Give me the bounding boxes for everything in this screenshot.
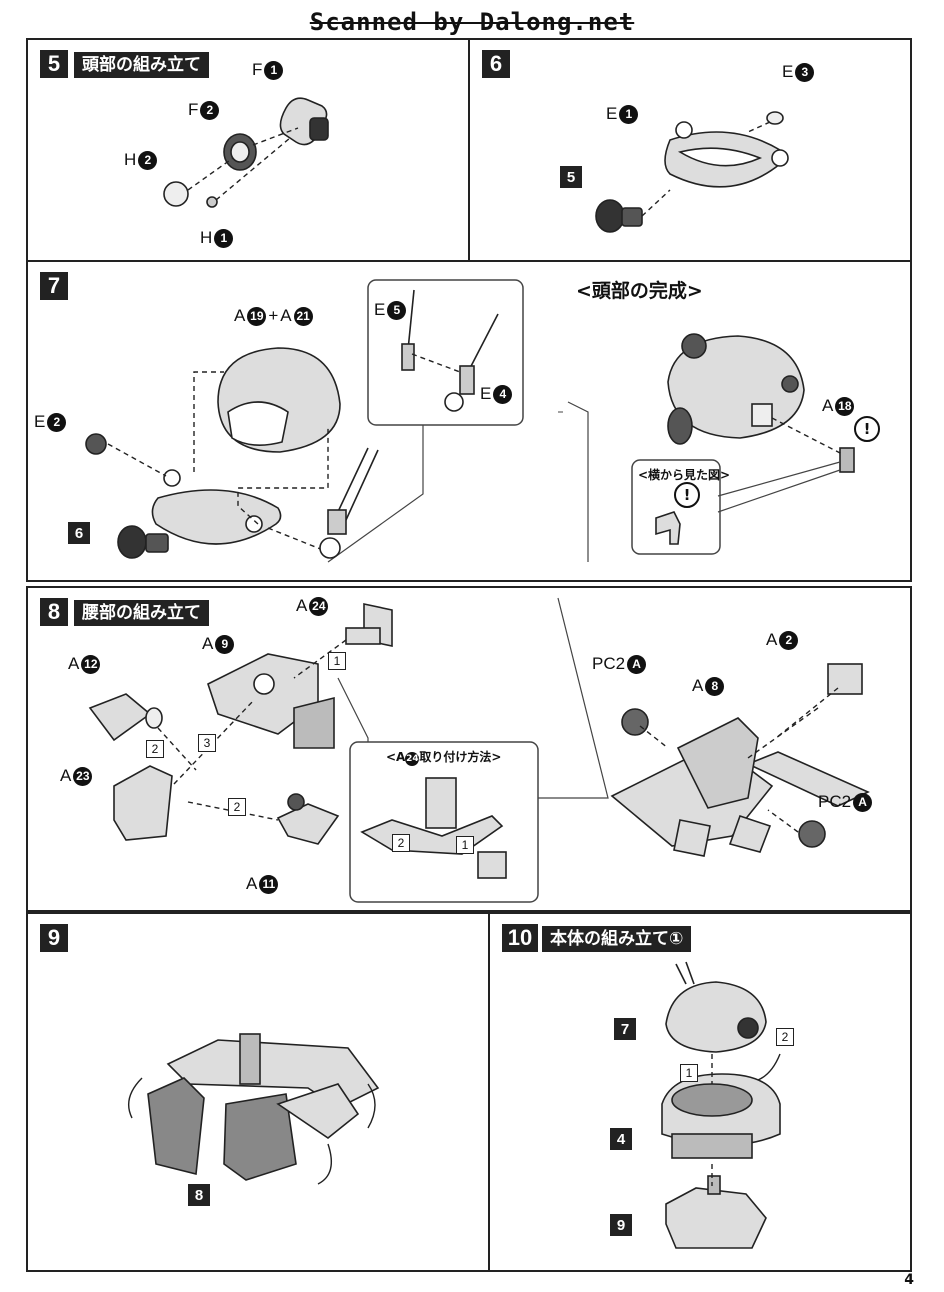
a24-inset-title: <A24取り付け方法> bbox=[386, 750, 502, 766]
part-label-a8: A 8 bbox=[692, 676, 725, 696]
head-complete-title: <頭部の完成> bbox=[576, 280, 703, 302]
step-5-panel: 5 頭部の組み立て F 1 F 2 H 2 H 1 bbox=[26, 38, 470, 262]
order-step-2: 2 bbox=[146, 740, 164, 758]
order-step-1: 1 bbox=[328, 652, 346, 670]
subassembly-6: 6 bbox=[68, 522, 90, 544]
step-8-illustration bbox=[88, 597, 870, 903]
warning-icon: ! bbox=[674, 482, 700, 508]
step-7-panel: 7 bbox=[26, 260, 912, 582]
part-label-pc2a-top: PC2 A bbox=[592, 654, 647, 674]
step-10-illustration bbox=[661, 961, 781, 1249]
part-label-e3: E 3 bbox=[782, 62, 815, 82]
part-label-pc2a-bottom: PC2 A bbox=[818, 792, 873, 812]
step-6-illustration bbox=[595, 111, 789, 233]
part-label-a24: A 24 bbox=[296, 596, 329, 616]
step-number: 10 bbox=[502, 924, 538, 952]
step-number: 8 bbox=[40, 598, 68, 626]
page-number: 4 bbox=[904, 1272, 914, 1288]
part-label-e5: E 5 bbox=[374, 300, 407, 320]
inset-order-2: 2 bbox=[392, 834, 410, 852]
side-view-title: <横から見た図> bbox=[638, 468, 731, 482]
step-5-illustration bbox=[163, 97, 329, 208]
step-6-panel: 6 E 1 E 3 5 bbox=[468, 38, 912, 262]
step-number: 9 bbox=[40, 924, 68, 952]
step-number: 6 bbox=[482, 50, 510, 78]
step-title: 頭部の組み立て bbox=[74, 52, 209, 78]
step-9-illustration bbox=[128, 1033, 380, 1185]
order-step-1: 1 bbox=[680, 1064, 698, 1082]
subassembly-8: 8 bbox=[188, 1184, 210, 1206]
subassembly-5: 5 bbox=[560, 166, 582, 188]
step-9-panel: 9 8 bbox=[26, 912, 490, 1272]
subassembly-9: 9 bbox=[610, 1214, 632, 1236]
part-label-f2: F 2 bbox=[188, 100, 220, 120]
part-label-e2: E 2 bbox=[34, 412, 67, 432]
step-number: 7 bbox=[40, 272, 68, 300]
warning-icon: ! bbox=[854, 416, 880, 442]
part-label-a2: A 2 bbox=[766, 630, 799, 650]
step-10-panel: 10 本体の組み立て① 7 4 9 1 2 bbox=[488, 912, 912, 1272]
part-label-f1: F 1 bbox=[252, 60, 284, 80]
step-7-illustration bbox=[85, 279, 855, 563]
scan-credit: Scanned by Dalong.net bbox=[309, 8, 635, 36]
part-label-a11: A 11 bbox=[246, 874, 279, 894]
step-number: 5 bbox=[40, 50, 68, 78]
part-label-a9: A 9 bbox=[202, 634, 235, 654]
step-title: 本体の組み立て① bbox=[542, 926, 692, 952]
part-label-e1: E 1 bbox=[606, 104, 639, 124]
part-label-a23: A 23 bbox=[60, 766, 93, 786]
subassembly-7: 7 bbox=[614, 1018, 636, 1040]
order-step-2b: 2 bbox=[228, 798, 246, 816]
subassembly-4: 4 bbox=[610, 1128, 632, 1150]
part-label-h2: H 2 bbox=[124, 150, 158, 170]
part-label-a19-a21: A 19 + A 21 bbox=[234, 306, 313, 326]
step-title: 腰部の組み立て bbox=[74, 600, 209, 626]
part-label-a12: A 12 bbox=[68, 654, 101, 674]
part-label-h1: H 1 bbox=[200, 228, 234, 248]
step-8-panel: 8 腰部の組み立て bbox=[26, 586, 912, 912]
order-step-3: 3 bbox=[198, 734, 216, 752]
order-step-2: 2 bbox=[776, 1028, 794, 1046]
inset-order-1: 1 bbox=[456, 836, 474, 854]
part-label-e4: E 4 bbox=[480, 384, 513, 404]
part-label-a18: A 18 bbox=[822, 396, 855, 416]
